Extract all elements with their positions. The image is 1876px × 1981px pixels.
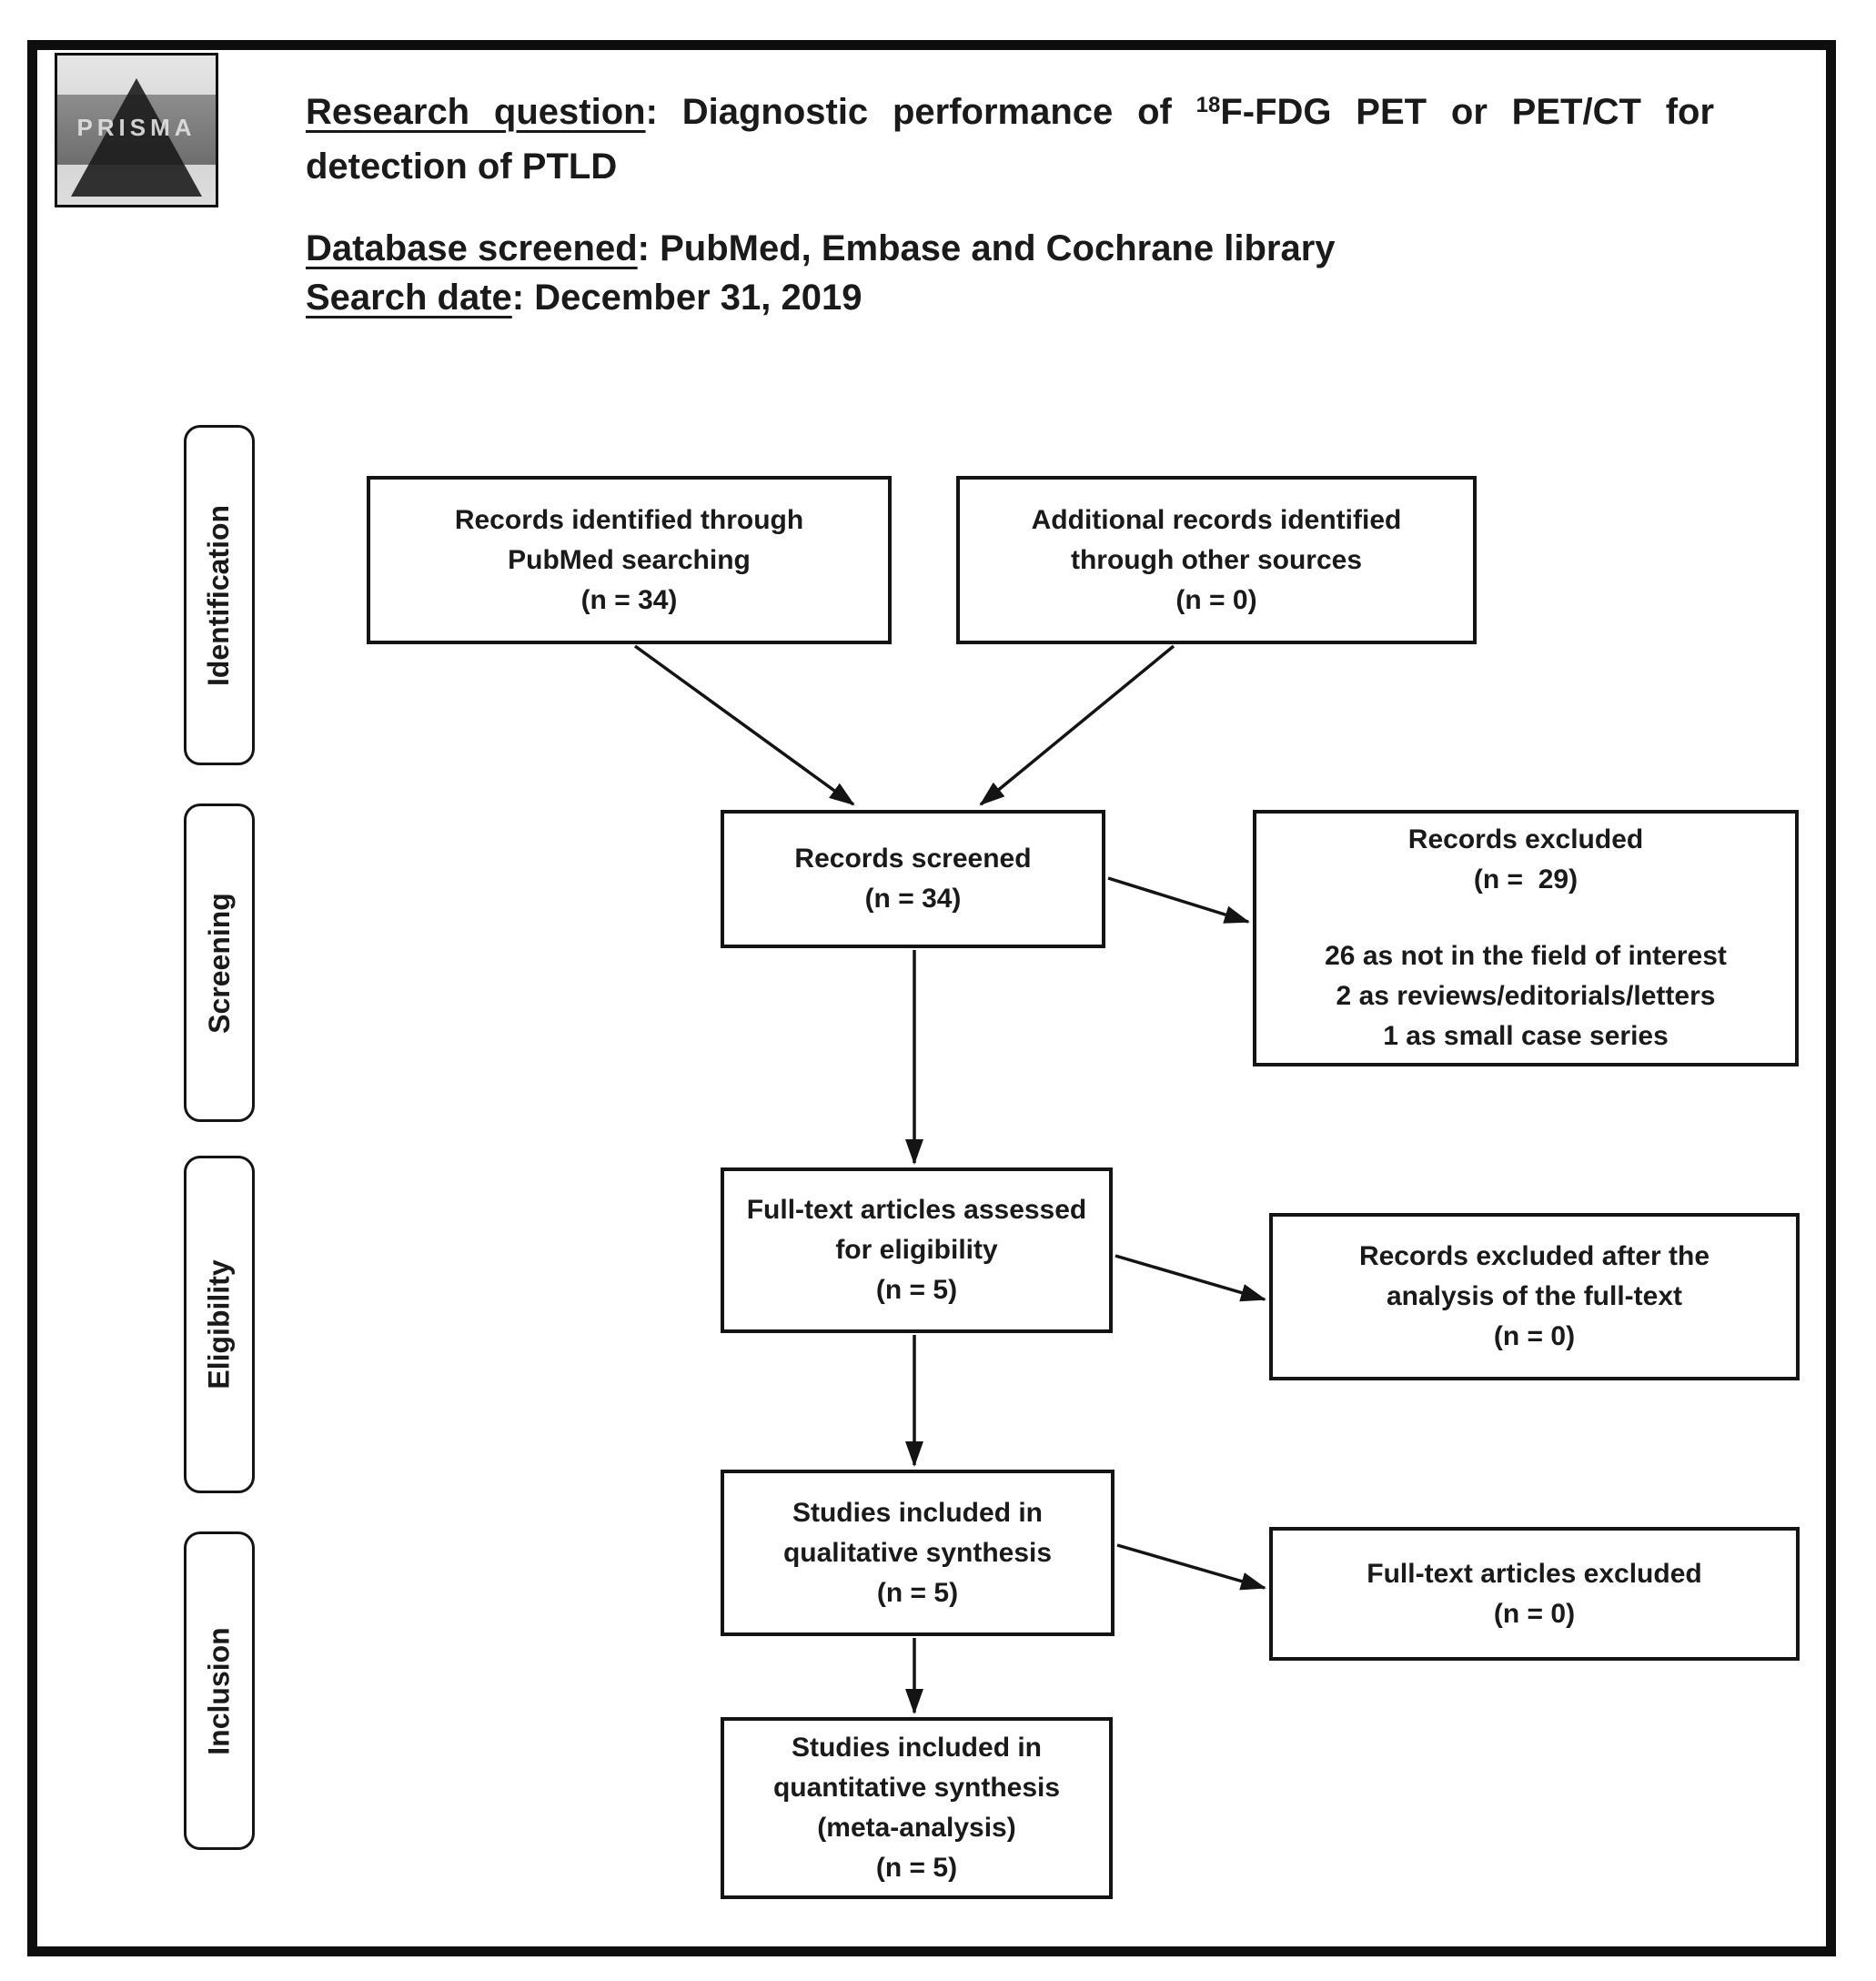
box-line: (meta-analysis)	[817, 1813, 1016, 1843]
box-records-screened: Records screened (n = 34)	[721, 810, 1105, 948]
box-line: (n = 0)	[1175, 584, 1257, 615]
search-date-text: : December 31, 2019	[511, 278, 862, 318]
stage-screening-label: Screening	[202, 892, 236, 1034]
isotope-superscript: 18	[1195, 93, 1221, 117]
box-additional-records: Additional records identified through ot…	[956, 476, 1477, 644]
box-records-excluded-after-fulltext: Records excluded after the analysis of t…	[1269, 1213, 1800, 1380]
box-line: (n = 0)	[1493, 1598, 1576, 1629]
box-line: analysis of the full-text	[1386, 1281, 1683, 1311]
stage-identification-label: Identification	[202, 504, 236, 686]
research-question-line1: Research question: Diagnostic performanc…	[306, 87, 1714, 142]
stage-inclusion: Inclusion	[184, 1531, 255, 1850]
box-line: Records screened	[794, 844, 1032, 874]
box-fulltext-excluded: Full-text articles excluded (n = 0)	[1269, 1527, 1800, 1661]
box-line: 26 as not in the field of interest	[1325, 941, 1727, 971]
box-line: (n = 34)	[864, 884, 962, 914]
prisma-logo-text: PRISMA	[76, 113, 197, 141]
box-qualitative-synthesis: Studies included in qualitative synthesi…	[721, 1470, 1115, 1636]
box-line: Records identified through	[454, 504, 804, 535]
stage-inclusion-label: Inclusion	[202, 1626, 236, 1755]
box-line: (n = 29)	[1473, 864, 1578, 894]
box-line: 2 as reviews/editorials/letters	[1336, 981, 1716, 1011]
prisma-triangle-icon	[71, 78, 202, 197]
database-screened-text: : PubMed, Embase and Cochrane library	[637, 228, 1336, 268]
research-question-label: Research question	[306, 92, 646, 132]
prisma-logo: PRISMA	[55, 53, 218, 207]
stage-identification: Identification	[184, 425, 255, 765]
header-block: Research question: Diagnostic performanc…	[306, 87, 1714, 322]
box-line: Full-text articles assessed	[746, 1195, 1087, 1225]
box-records-excluded: Records excluded (n = 29) 26 as not in t…	[1253, 810, 1799, 1066]
research-question-text-tail: F-FDG PET or PET/CT for	[1220, 92, 1715, 132]
box-line: PubMed searching	[508, 544, 751, 575]
box-line: Records excluded after the	[1358, 1241, 1710, 1271]
database-screened-label: Database screened	[306, 228, 638, 268]
box-line: (n = 34)	[580, 584, 678, 615]
research-question-text: Diagnostic performance of	[681, 92, 1196, 132]
search-date-label: Search date	[306, 278, 512, 318]
box-fulltext-assessed: Full-text articles assessed for eligibil…	[721, 1167, 1113, 1333]
box-line: through other sources	[1070, 544, 1363, 575]
box-line: Additional records identified	[1031, 504, 1402, 535]
search-date-line: Search date: December 31, 2019	[306, 273, 1714, 322]
box-line: Full-text articles excluded	[1367, 1558, 1702, 1589]
box-line: Studies included in	[791, 1733, 1043, 1763]
box-line: Studies included in	[792, 1497, 1044, 1528]
box-line: (n = 0)	[1493, 1321, 1576, 1351]
page-border	[27, 40, 1836, 1956]
stage-eligibility-label: Eligibility	[202, 1259, 236, 1390]
box-line: 1 as small case series	[1383, 1021, 1669, 1051]
research-question-line2: detection of PTLD	[306, 147, 618, 187]
box-line: for eligibility	[835, 1235, 998, 1265]
box-line: quantitative synthesis	[772, 1773, 1061, 1803]
box-line: Records excluded	[1407, 824, 1644, 854]
stage-eligibility: Eligibility	[184, 1156, 255, 1493]
box-line: (n = 5)	[875, 1275, 958, 1305]
research-question-separator: :	[645, 92, 682, 132]
box-line: qualitative synthesis	[782, 1537, 1053, 1568]
box-quantitative-synthesis: Studies included in quantitative synthes…	[721, 1717, 1113, 1899]
box-records-identified: Records identified through PubMed search…	[367, 476, 892, 644]
box-line: (n = 5)	[876, 1577, 959, 1608]
database-screened-line: Database screened: PubMed, Embase and Co…	[306, 224, 1714, 273]
box-line: (n = 5)	[875, 1853, 958, 1883]
stage-screening: Screening	[184, 804, 255, 1122]
